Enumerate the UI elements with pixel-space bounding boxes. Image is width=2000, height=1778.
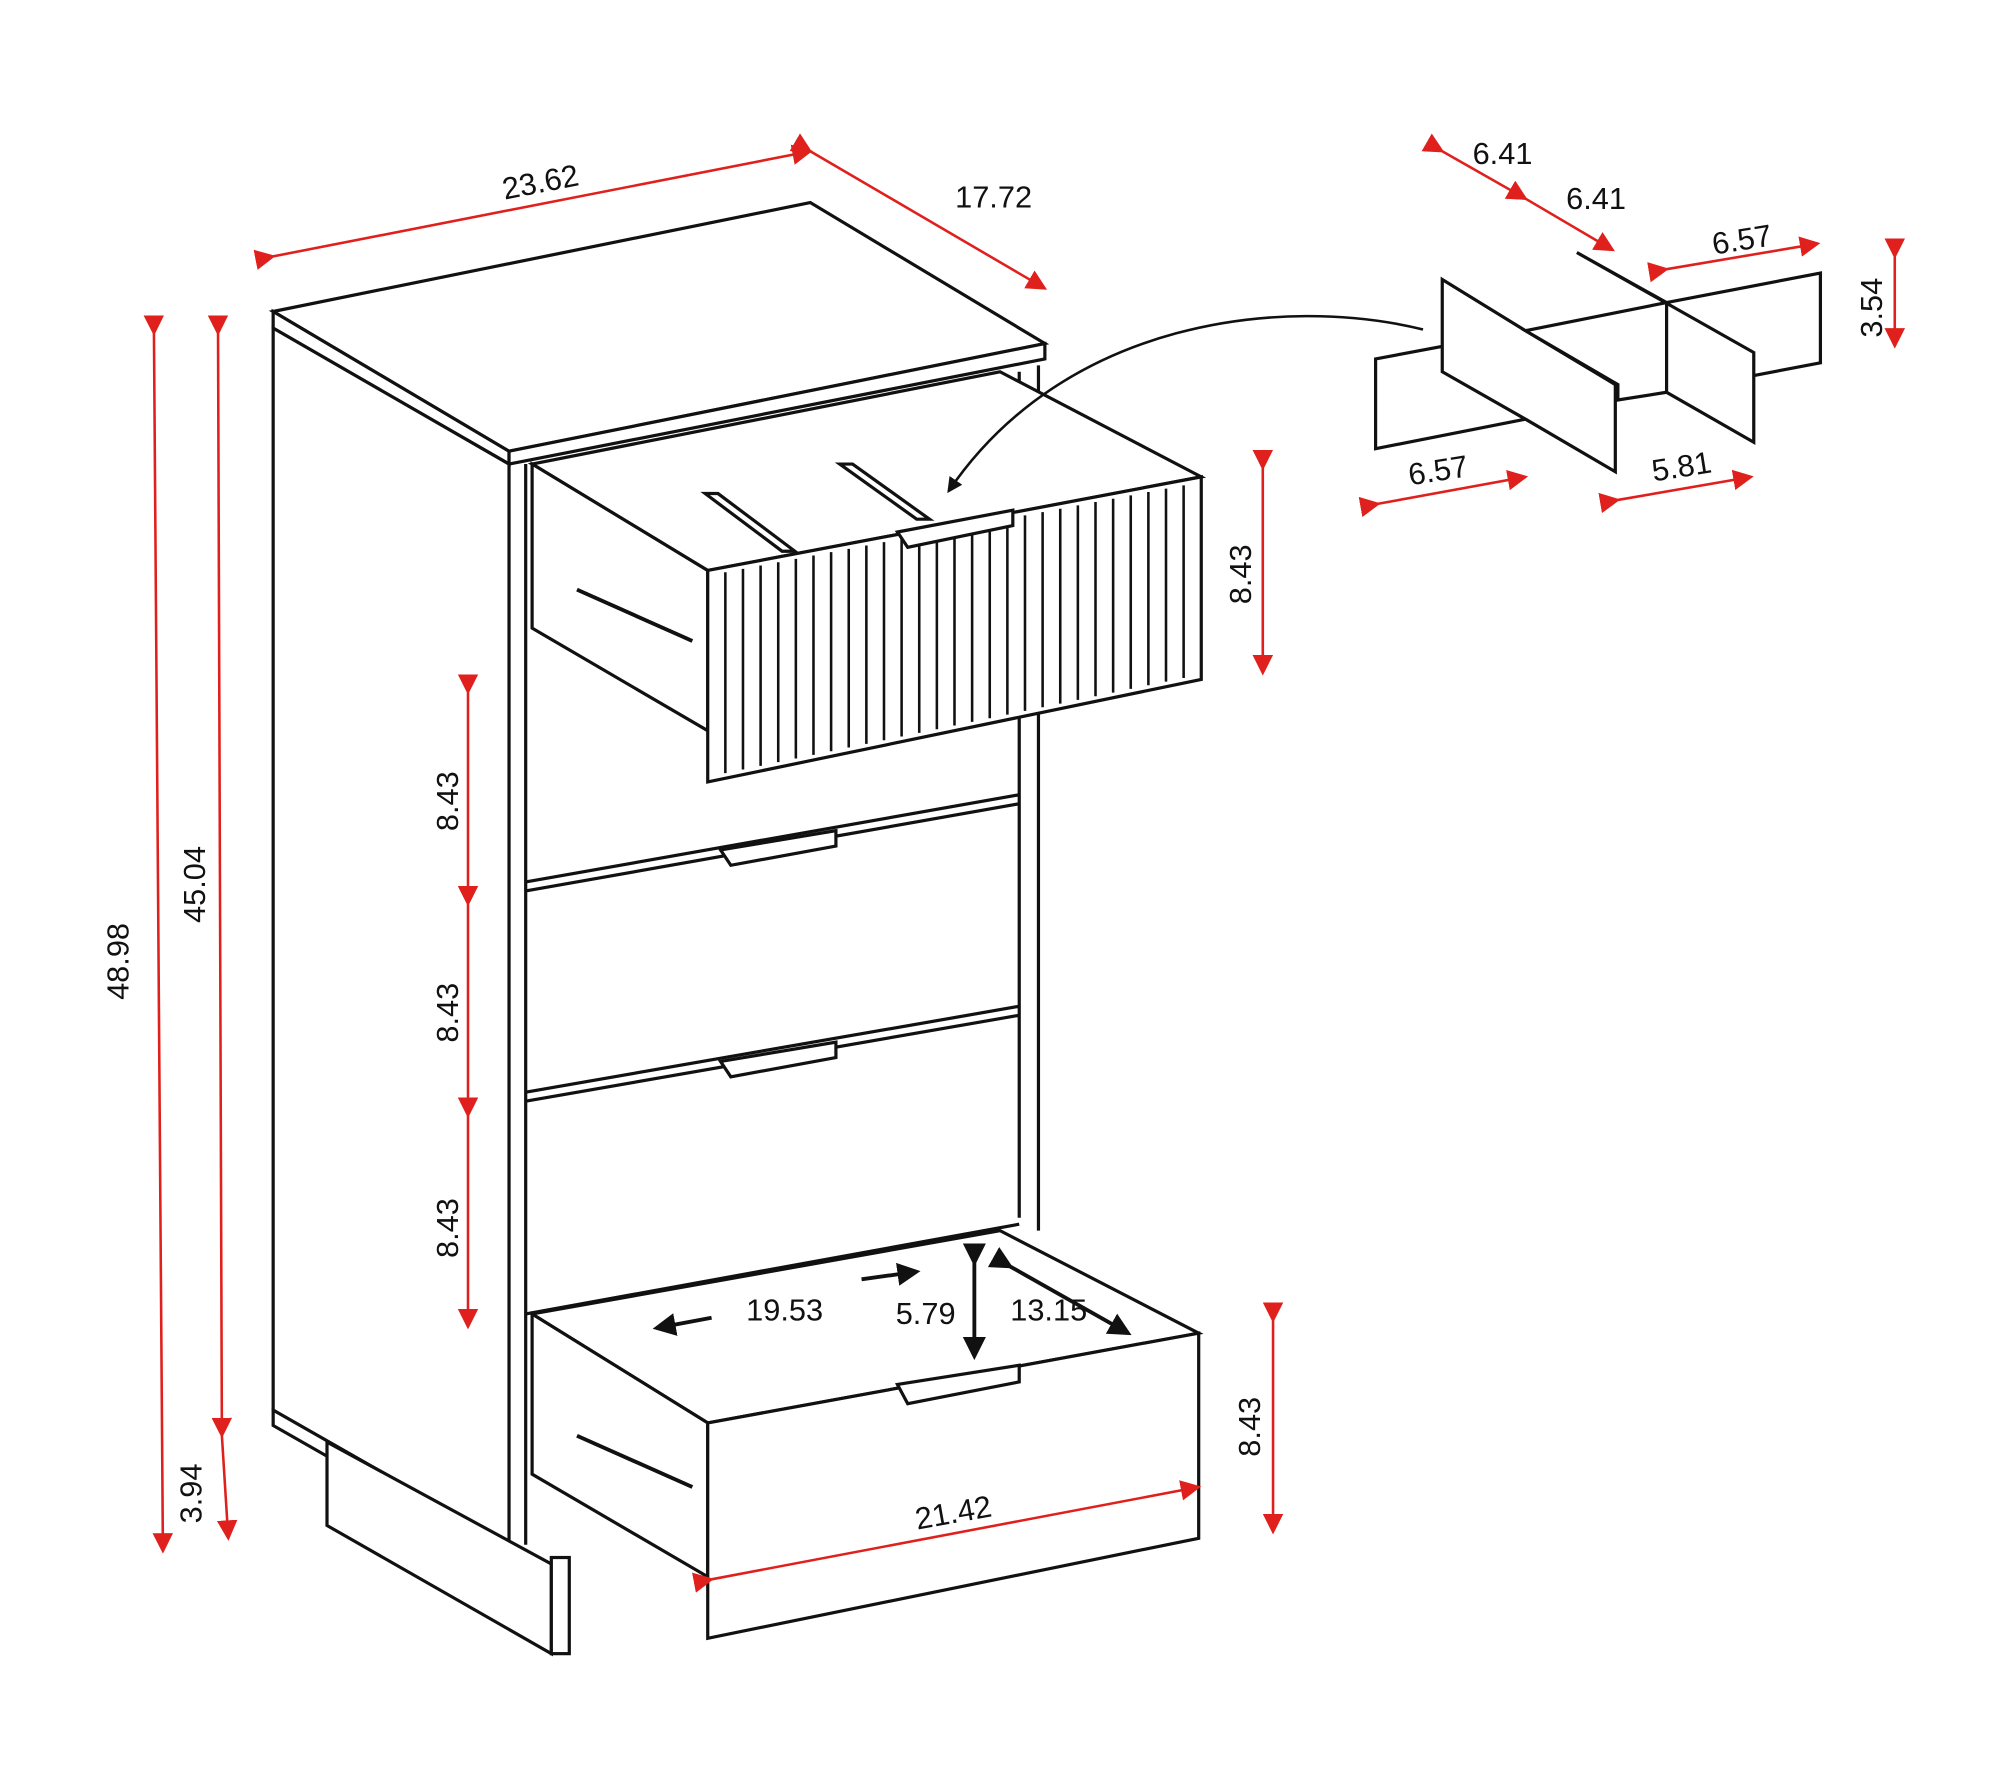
drawer-height-label: 8.43 — [430, 771, 465, 831]
divider-label: 5.81 — [1649, 445, 1714, 489]
divider-label: 6.57 — [1710, 218, 1775, 262]
width-arrow-left — [652, 1313, 712, 1336]
inner-height-label: 5.79 — [896, 1296, 956, 1331]
dimension-lines — [143, 133, 1906, 1593]
drawer-height-label: 8.43 — [430, 1198, 465, 1258]
inner-depth-label: 13.15 — [1010, 1292, 1087, 1327]
fluted-front — [724, 485, 1185, 774]
divider-label: 6.41 — [1566, 181, 1626, 216]
drawer-slide-icon — [576, 1433, 694, 1489]
drawer-height-label: 8.43 — [1223, 544, 1258, 604]
body-height-label: 45.04 — [177, 846, 212, 923]
divider-height-label: 3.54 — [1854, 278, 1889, 338]
depth-arrow — [987, 1247, 1132, 1336]
drawer-divider — [947, 251, 1823, 494]
callout-arrow — [947, 314, 1424, 494]
bottom-drawer-open — [527, 1228, 1204, 1641]
divider-label: 6.41 — [1473, 136, 1533, 171]
total-height-label: 48.98 — [100, 923, 135, 1000]
inner-width-label: 19.53 — [746, 1292, 823, 1327]
top-drawer-open — [527, 370, 1207, 784]
width-arrow-right — [861, 1262, 921, 1286]
divider-label: 6.57 — [1406, 448, 1471, 492]
leg-height-label: 3.94 — [173, 1463, 208, 1523]
drawer-height-label: 8.43 — [1232, 1397, 1267, 1457]
drawer-height-label: 8.43 — [430, 983, 465, 1043]
depth-label: 17.72 — [955, 180, 1032, 215]
closed-drawer-fronts — [525, 793, 1020, 1316]
drawer-slide-icon — [576, 587, 694, 643]
